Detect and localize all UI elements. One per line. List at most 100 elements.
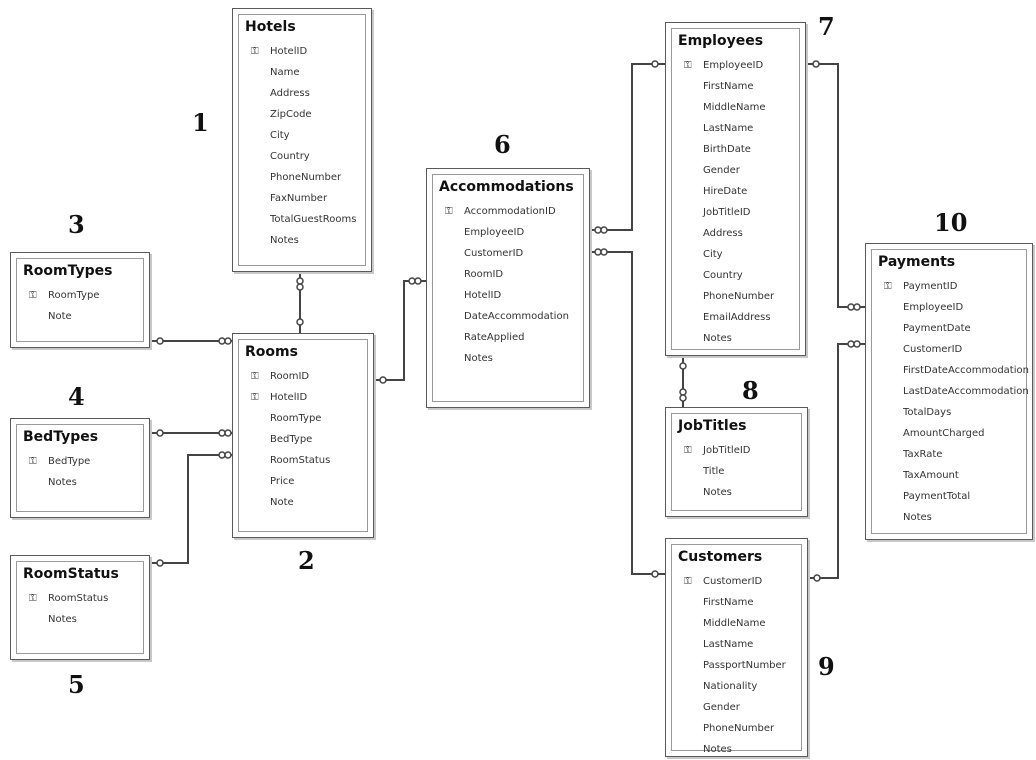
column-row[interactable]: ⚿AccommodationID	[433, 201, 583, 222]
column-row[interactable]: Notes	[433, 348, 583, 369]
column-row[interactable]: HotelID	[433, 285, 583, 306]
column-row[interactable]: Country	[672, 265, 799, 286]
column-row[interactable]: Gender	[672, 697, 801, 718]
column-row[interactable]: RoomID	[433, 264, 583, 285]
column-row[interactable]: ⚿EmployeeID	[672, 55, 799, 76]
column-row[interactable]: TotalDays	[872, 402, 1026, 423]
column-row[interactable]: DateAccommodation	[433, 306, 583, 327]
number-label-2: 2	[298, 546, 315, 575]
column-row[interactable]: Notes	[17, 472, 143, 493]
column-row[interactable]: PaymentDate	[872, 318, 1026, 339]
column-row[interactable]: RoomType	[239, 408, 367, 429]
link-end-icon	[651, 60, 659, 68]
link-end-icon	[408, 277, 416, 285]
column-name: LastName	[703, 123, 754, 134]
column-row[interactable]: Notes	[239, 230, 365, 251]
column-row[interactable]: TotalGuestRooms	[239, 209, 365, 230]
column-row[interactable]: Notes	[672, 328, 799, 349]
column-row[interactable]: BirthDate	[672, 139, 799, 160]
link-end-icon	[853, 340, 861, 348]
column-row[interactable]: PaymentTotal	[872, 486, 1026, 507]
column-row[interactable]: AmountCharged	[872, 423, 1026, 444]
column-row[interactable]: HireDate	[672, 181, 799, 202]
column-row[interactable]: PhoneNumber	[239, 167, 365, 188]
rel-roomstatus-rooms	[150, 454, 232, 564]
column-row[interactable]: Price	[239, 471, 367, 492]
rel-employees-payments	[806, 63, 865, 308]
column-name: LastName	[703, 639, 754, 650]
column-name: EmployeeID	[903, 302, 964, 313]
column-row[interactable]: Address	[239, 83, 365, 104]
column-row[interactable]: ⚿HotelID	[239, 387, 367, 408]
column-row[interactable]: FaxNumber	[239, 188, 365, 209]
column-row[interactable]: ⚿RoomType	[17, 285, 143, 306]
column-row[interactable]: RateApplied	[433, 327, 583, 348]
column-row[interactable]: Note	[239, 492, 367, 513]
column-row[interactable]: PhoneNumber	[672, 718, 801, 739]
column-name: JobTitleID	[703, 445, 751, 456]
column-row[interactable]: PassportNumber	[672, 655, 801, 676]
column-row[interactable]: JobTitleID	[672, 202, 799, 223]
column-row[interactable]: EmployeeID	[433, 222, 583, 243]
column-row[interactable]: PhoneNumber	[672, 286, 799, 307]
column-row[interactable]: TaxAmount	[872, 465, 1026, 486]
column-row[interactable]: Notes	[872, 507, 1026, 528]
column-row[interactable]: City	[239, 125, 365, 146]
column-row[interactable]: ⚿RoomID	[239, 366, 367, 387]
column-row[interactable]: City	[672, 244, 799, 265]
column-row[interactable]: ⚿RoomStatus	[17, 588, 143, 609]
column-row[interactable]: CustomerID	[872, 339, 1026, 360]
column-name: CustomerID	[464, 248, 524, 259]
column-row[interactable]: Title	[672, 461, 801, 482]
column-row[interactable]: BedType	[239, 429, 367, 450]
column-row[interactable]: LastDateAccommodation	[872, 381, 1029, 402]
column-row[interactable]: LastName	[672, 118, 799, 139]
column-row[interactable]: Notes	[17, 609, 143, 630]
column-row[interactable]: ZipCode	[239, 104, 365, 125]
column-row[interactable]: EmailAddress	[672, 307, 799, 328]
column-row[interactable]: ⚿BedType	[17, 451, 143, 472]
column-row[interactable]: CustomerID	[433, 243, 583, 264]
table-title: Accommodations	[439, 179, 574, 195]
column-name: Notes	[703, 744, 732, 755]
column-row[interactable]: Notes	[672, 739, 801, 760]
column-row[interactable]: ⚿PaymentID	[872, 276, 1026, 297]
column-row[interactable]: MiddleName	[672, 613, 801, 634]
column-row[interactable]: ⚿HotelID	[239, 41, 365, 62]
column-row[interactable]: EmployeeID	[872, 297, 1026, 318]
number-label-10: 10	[934, 208, 968, 237]
column-row[interactable]: TaxRate	[872, 444, 1026, 465]
column-name: PassportNumber	[703, 660, 786, 671]
column-row[interactable]: ⚿CustomerID	[672, 571, 801, 592]
column-row[interactable]: Country	[239, 146, 365, 167]
column-row[interactable]: Name	[239, 62, 365, 83]
column-row[interactable]: Address	[672, 223, 799, 244]
column-row[interactable]: Gender	[672, 160, 799, 181]
column-row[interactable]: RoomStatus	[239, 450, 367, 471]
column-row[interactable]: ⚿JobTitleID	[672, 440, 801, 461]
column-row[interactable]: Notes	[672, 482, 801, 503]
column-row[interactable]: Note	[17, 306, 143, 327]
column-row[interactable]: Nationality	[672, 676, 801, 697]
column-row[interactable]: FirstName	[672, 76, 799, 97]
column-row[interactable]: MiddleName	[672, 97, 799, 118]
link-end-icon	[296, 277, 304, 285]
column-row[interactable]: LastName	[672, 634, 801, 655]
column-row[interactable]: FirstDateAccommodation	[872, 360, 1029, 381]
column-row[interactable]: FirstName	[672, 592, 801, 613]
